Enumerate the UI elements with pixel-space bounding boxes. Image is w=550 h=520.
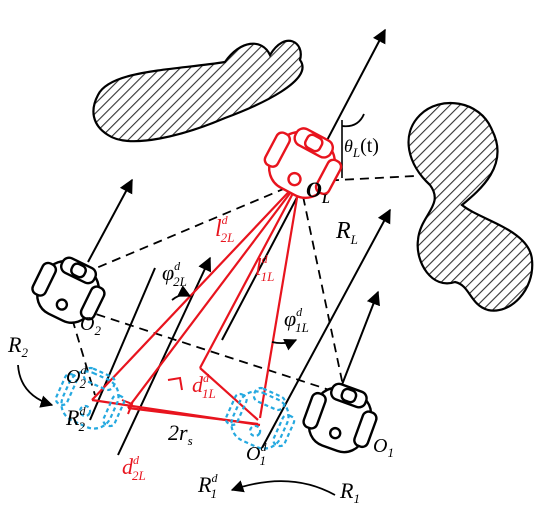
R1-curved-arrow [230, 480, 336, 496]
desired-robot-R1d [224, 386, 296, 450]
right-angle-mark-1 [167, 376, 183, 391]
label-O1: O1 [373, 435, 394, 460]
obstacle-top [92, 39, 304, 143]
label-OL: OL [306, 177, 330, 206]
phi1L-arc [271, 338, 298, 351]
R2d-heading-line [89, 267, 156, 421]
R1-heading-arrow [337, 290, 380, 396]
theta-arc [341, 113, 365, 128]
label-O2: O2 [80, 313, 101, 338]
label-R1: R1 [339, 478, 360, 506]
leader-robot [263, 127, 343, 200]
label-RL: RL [335, 218, 358, 247]
label-2rs: 2rs [168, 420, 193, 448]
obstacle-right [407, 101, 534, 312]
label-R2: R2 [7, 332, 28, 360]
phi2L-arc [171, 285, 192, 301]
label-theta: θL(t) [344, 135, 379, 160]
dashed-formation-lines [67, 175, 416, 396]
R2-curved-arrow [17, 364, 54, 408]
follower-robot-R2 [31, 256, 106, 324]
red-distance-lines [91, 179, 302, 427]
right-angle-mark-2 [121, 399, 134, 415]
desired-robot-R2d [54, 366, 126, 430]
O1d-heading-arrow [261, 208, 391, 449]
follower-robot-R1 [302, 382, 378, 454]
R2-heading-arrow [87, 178, 133, 263]
